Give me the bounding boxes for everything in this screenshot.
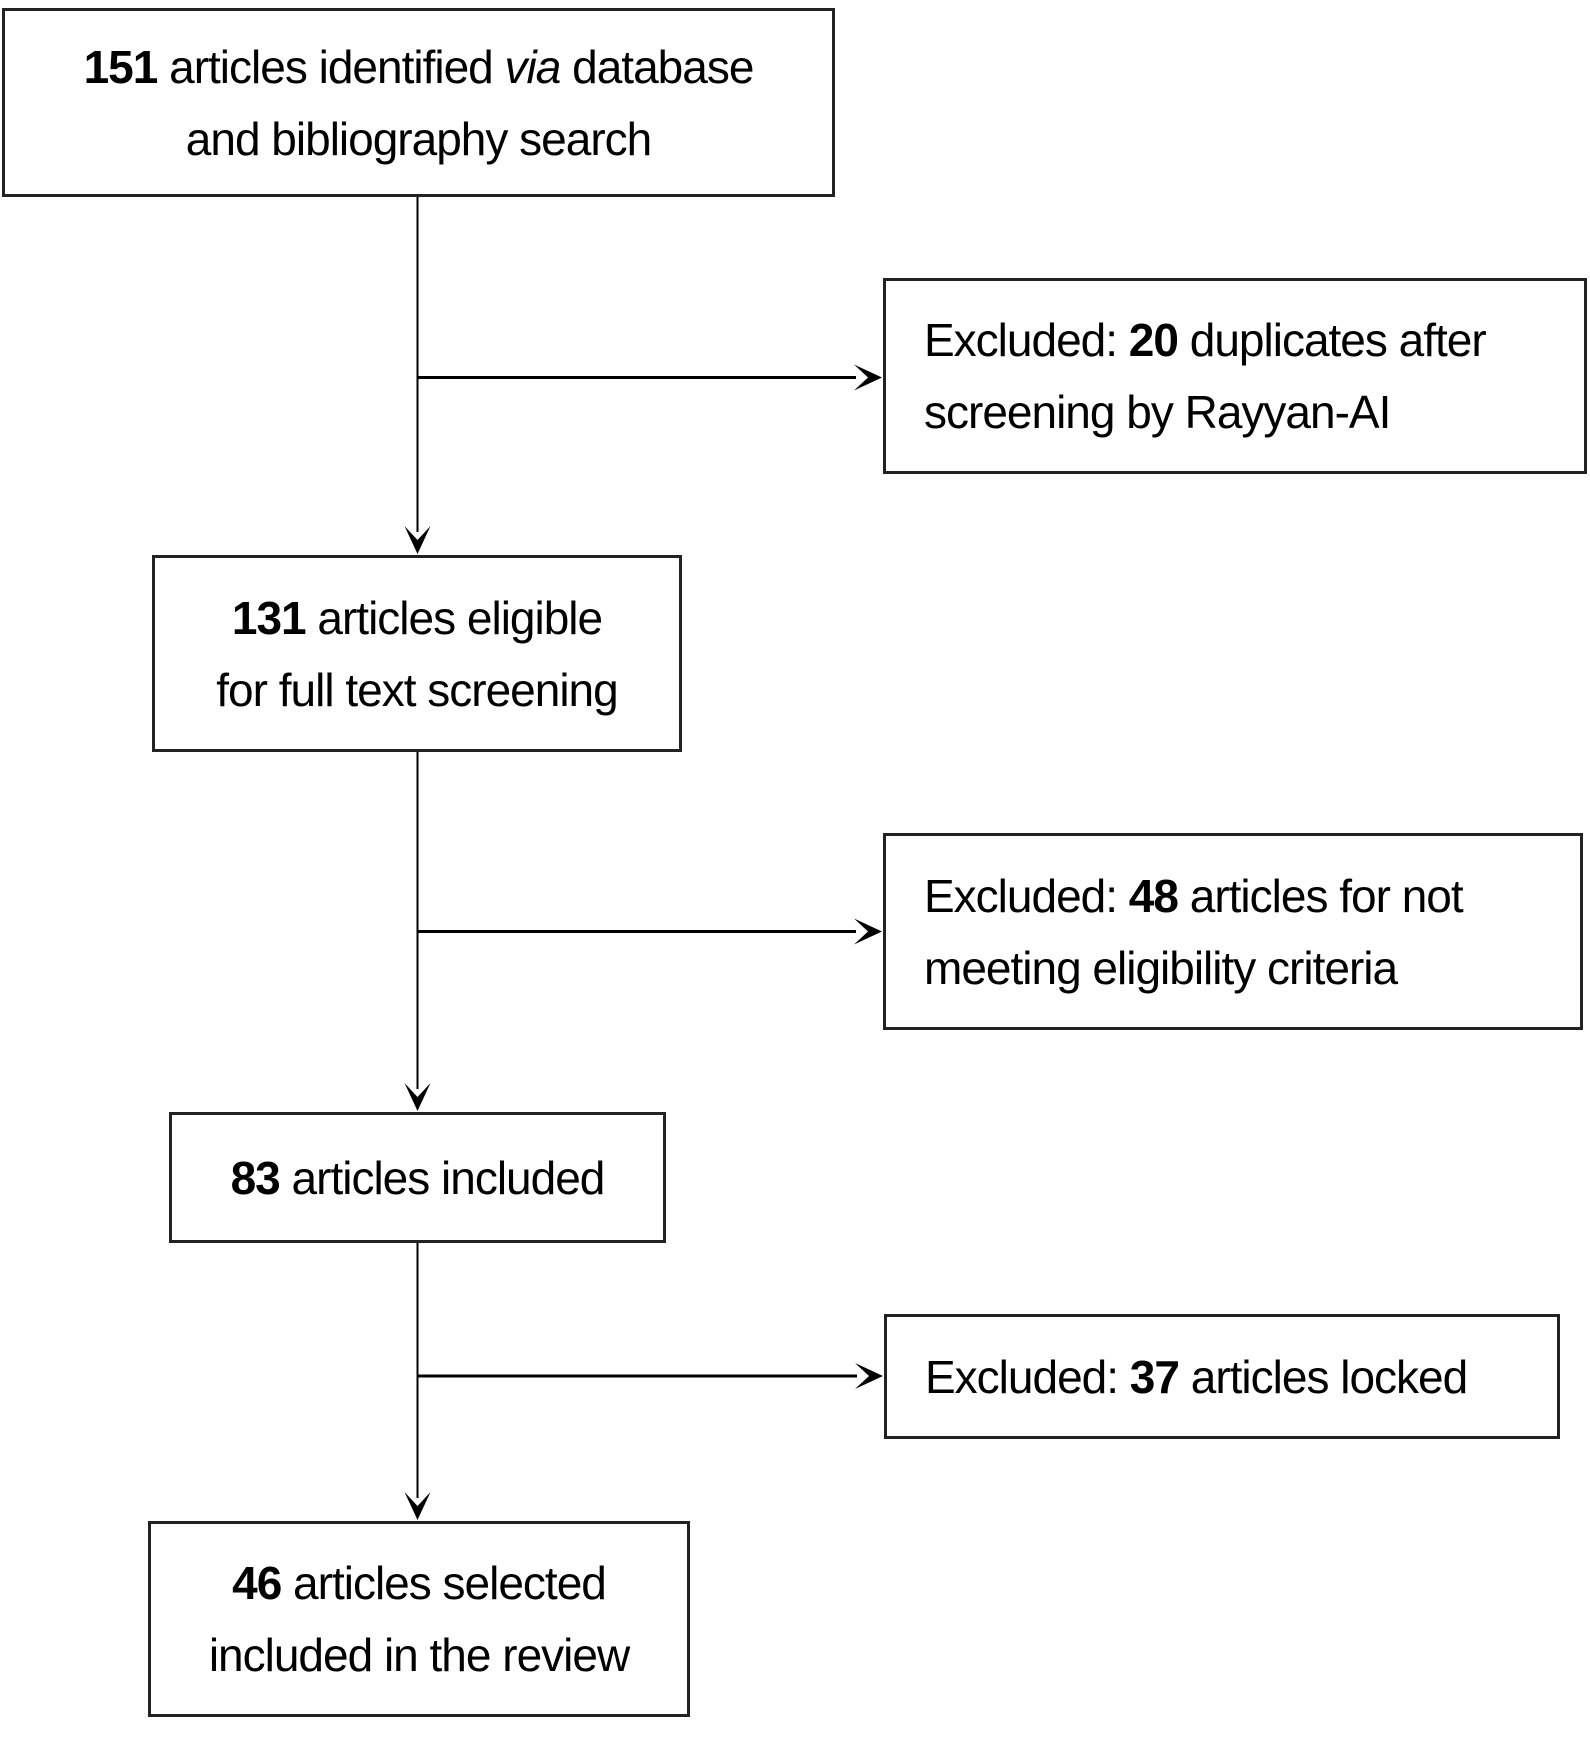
- arrowhead-excluded-criteria: [854, 918, 882, 945]
- node-included-line1: 83 articles included: [172, 1142, 663, 1214]
- node-identified-line2: and bibliography search: [185, 112, 652, 165]
- included-count: 83: [230, 1151, 281, 1204]
- excluded-criteria-prefix: Excluded:: [924, 869, 1129, 922]
- identified-text: articles identified: [157, 40, 505, 93]
- excluded-criteria-line1: Excluded: 48 articles for not: [924, 860, 1570, 932]
- excluded-criteria-count: 48: [1128, 869, 1179, 922]
- excluded-locked-count: 37: [1129, 1350, 1180, 1403]
- node-eligible-box: 131 articles eligible for full text scre…: [152, 555, 682, 752]
- node-excluded-duplicates-box: Excluded: 20 duplicates after screening …: [883, 278, 1587, 474]
- selected-count: 46: [232, 1557, 282, 1609]
- node-selected-line2: included in the review: [208, 1629, 630, 1681]
- identified-count: 151: [83, 40, 159, 93]
- node-identified-box: 151 articles identified via database and…: [2, 8, 835, 197]
- node-selected-line1: 46 articles selected: [151, 1547, 687, 1619]
- arrowhead-selected: [404, 1492, 431, 1520]
- eligible-count: 131: [231, 591, 307, 644]
- excluded-duplicates-count: 20: [1128, 314, 1179, 366]
- selected-text: articles selected: [281, 1557, 607, 1609]
- excluded-criteria-text: articles for not: [1177, 869, 1464, 922]
- excluded-duplicates-line2: screening by Rayyan-AI: [924, 386, 1391, 438]
- arrowhead-included: [404, 1083, 431, 1111]
- excluded-duplicates-prefix: Excluded:: [924, 314, 1129, 366]
- arrowhead-eligible: [404, 526, 431, 554]
- identified-text2: database: [560, 40, 754, 93]
- eligible-text: articles eligible: [305, 591, 603, 644]
- excluded-criteria-line2: meeting eligibility criteria: [924, 941, 1398, 994]
- node-eligible-line1: 131 articles eligible: [155, 582, 679, 654]
- excluded-locked-line1: Excluded: 37 articles locked: [925, 1341, 1547, 1413]
- node-excluded-locked-box: Excluded: 37 articles locked: [884, 1314, 1560, 1439]
- excluded-locked-prefix: Excluded:: [925, 1350, 1130, 1403]
- node-eligible-line2: for full text screening: [216, 663, 618, 716]
- excluded-duplicates-text: duplicates after: [1177, 314, 1487, 366]
- arrowhead-excluded-locked: [855, 1363, 883, 1389]
- node-selected-box: 46 articles selected included in the rev…: [148, 1521, 690, 1717]
- included-text: articles included: [279, 1151, 606, 1204]
- node-excluded-criteria-box: Excluded: 48 articles for not meeting el…: [883, 833, 1583, 1030]
- arrowhead-excluded-duplicates: [854, 364, 882, 391]
- node-identified-line1: 151 articles identified via database: [5, 31, 832, 103]
- excluded-duplicates-line1: Excluded: 20 duplicates after: [924, 304, 1574, 376]
- node-included-box: 83 articles included: [169, 1112, 666, 1243]
- excluded-locked-text: articles locked: [1178, 1350, 1468, 1403]
- identified-via-italic: via: [504, 40, 562, 93]
